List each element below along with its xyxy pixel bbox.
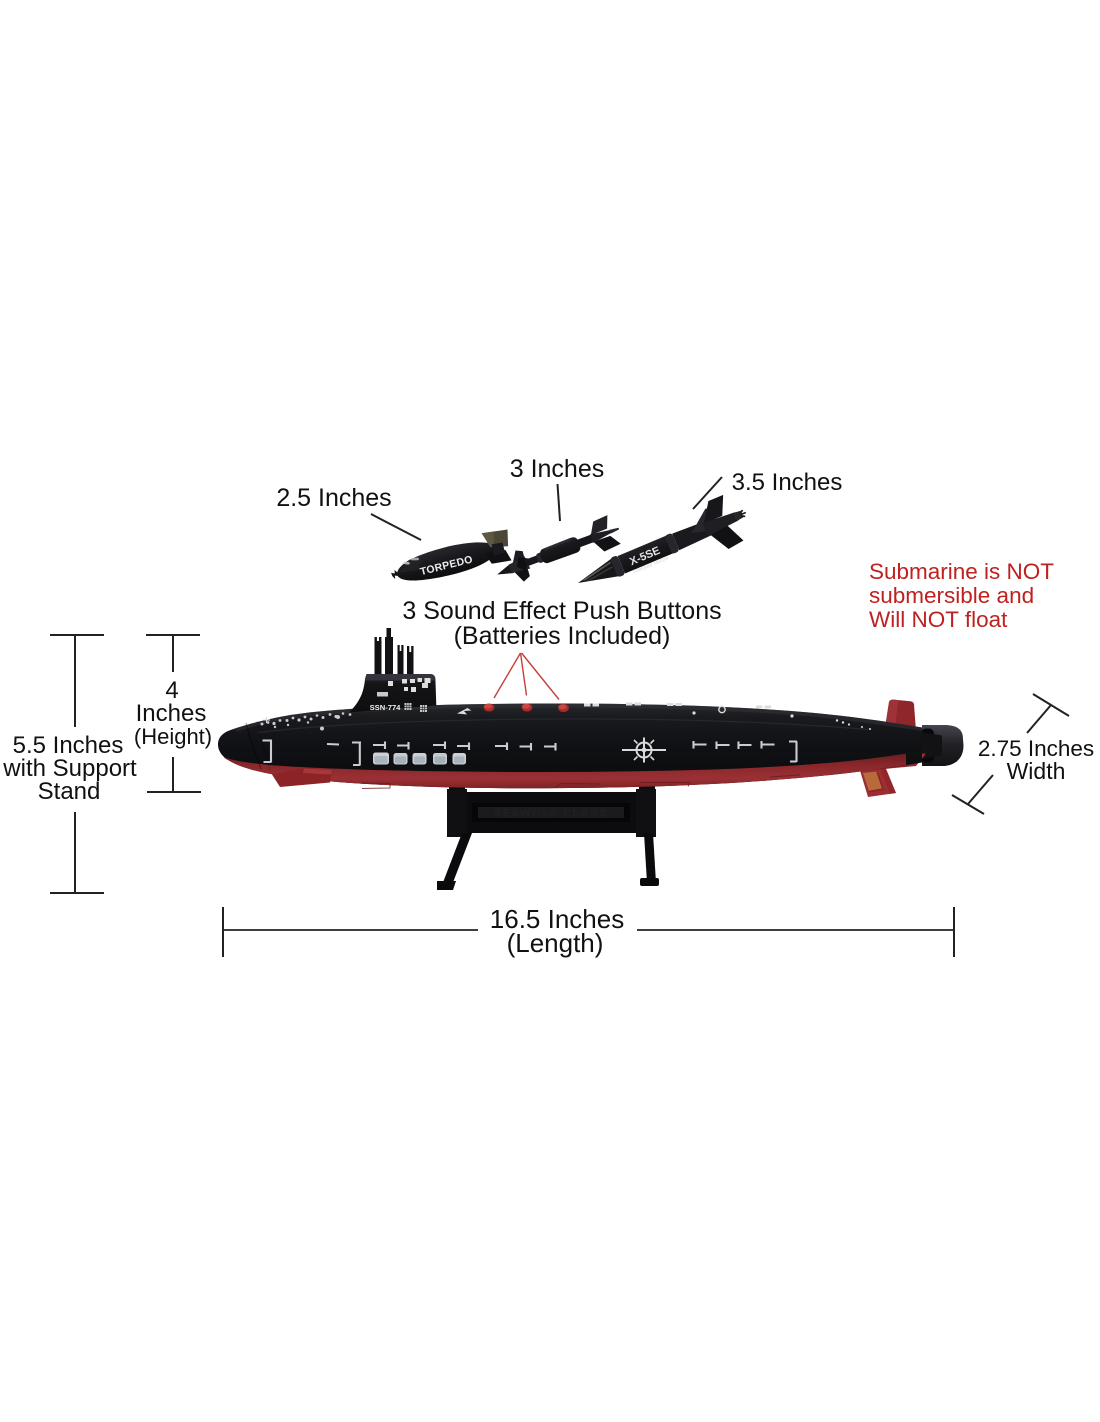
svg-text:SEAWOLF CLASS: SEAWOLF CLASS <box>494 808 608 820</box>
svg-text:3 Sound Effect Push Buttons: 3 Sound Effect Push Buttons <box>402 597 721 625</box>
svg-text:3.5 Inches: 3.5 Inches <box>732 469 843 496</box>
svg-text:Will NOT float: Will NOT float <box>869 607 1008 632</box>
svg-text:3 Inches: 3 Inches <box>510 455 605 483</box>
svg-text:2.75 Inches: 2.75 Inches <box>978 736 1094 761</box>
svg-text:4: 4 <box>165 677 178 704</box>
svg-text:Inches: Inches <box>136 700 207 727</box>
svg-text:Stand: Stand <box>38 778 101 805</box>
svg-text:submersible and: submersible and <box>869 583 1034 608</box>
svg-text:(Height): (Height) <box>134 724 212 749</box>
svg-text:Width: Width <box>1007 758 1066 784</box>
svg-text:(Length): (Length) <box>507 928 604 958</box>
svg-text:Submarine is NOT: Submarine is NOT <box>869 559 1054 584</box>
svg-text:with Support: with Support <box>2 755 137 782</box>
svg-text:(Batteries Included): (Batteries Included) <box>454 622 671 650</box>
svg-text:SSN-774: SSN-774 <box>370 703 402 712</box>
svg-text:2.5 Inches: 2.5 Inches <box>276 484 391 512</box>
svg-text:5.5 Inches: 5.5 Inches <box>13 732 124 759</box>
svg-text:16.5 Inches: 16.5 Inches <box>490 904 624 934</box>
